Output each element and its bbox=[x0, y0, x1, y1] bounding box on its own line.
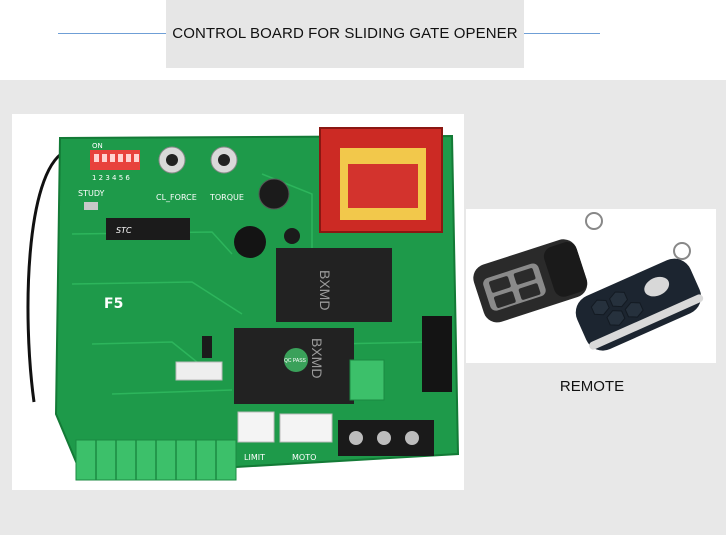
side-module bbox=[422, 316, 452, 392]
terminal-dividers bbox=[95, 440, 217, 480]
mcu-chip bbox=[106, 218, 190, 240]
remote-left bbox=[473, 239, 588, 323]
remote-right-badge bbox=[644, 276, 670, 297]
mcu-label: STC bbox=[116, 226, 132, 235]
remote-caption: REMOTE bbox=[559, 378, 625, 395]
capacitor bbox=[258, 178, 290, 210]
title-box: CONTROL BOARD FOR SLIDING GATE OPENER bbox=[166, 0, 524, 68]
remote-photo bbox=[466, 209, 716, 363]
title-rule-right bbox=[524, 33, 600, 34]
remote-button-1 bbox=[489, 276, 511, 293]
study-button bbox=[84, 202, 98, 210]
green-terminal-small bbox=[349, 359, 385, 401]
cl-force-knob-center bbox=[166, 154, 178, 166]
relay-bottom-brand: BXMD bbox=[309, 338, 325, 378]
keyring-right bbox=[673, 242, 691, 260]
page-title: CONTROL BOARD FOR SLIDING GATE OPENER bbox=[172, 24, 518, 42]
keyring-left bbox=[585, 212, 603, 230]
torque-label: TORQUE bbox=[209, 193, 244, 202]
capacitor-small bbox=[284, 228, 300, 244]
terminal-screw-1 bbox=[349, 431, 363, 445]
moto-label: MOTO bbox=[292, 453, 316, 462]
qc-pass-sticker bbox=[284, 348, 308, 372]
remote-right-hex-pattern bbox=[590, 291, 644, 326]
control-board-illustration: ON 1 2 3 4 5 6 CL_FORCE TORQUE STUDY STC… bbox=[26, 127, 460, 481]
terminal-screw-3 bbox=[405, 431, 419, 445]
antenna-wire bbox=[26, 150, 65, 403]
cl-force-label: CL_FORCE bbox=[156, 193, 197, 202]
qc-pass-label: QC PASS bbox=[284, 358, 307, 364]
remote-left-grip bbox=[543, 242, 588, 297]
fuse-label: F5 bbox=[104, 296, 123, 312]
title-rule-left bbox=[58, 33, 168, 34]
remote-button-3 bbox=[494, 291, 516, 308]
header-connector-mid bbox=[175, 361, 223, 381]
terminal-screw-2 bbox=[377, 431, 391, 445]
remote-button-2 bbox=[513, 268, 536, 285]
relay-top-brand: BXMD bbox=[317, 270, 333, 310]
buzzer bbox=[234, 226, 266, 258]
limit-connector bbox=[237, 411, 275, 443]
dip-switch-levers bbox=[94, 154, 139, 162]
remote-button-4 bbox=[518, 283, 541, 300]
remote-right-trim bbox=[589, 294, 704, 350]
torque-knob-center bbox=[218, 154, 230, 166]
limit-label: LIMIT bbox=[244, 453, 265, 462]
moto-connector bbox=[279, 413, 333, 443]
remote-illustration bbox=[473, 212, 704, 351]
header-band: CONTROL BOARD FOR SLIDING GATE OPENER bbox=[0, 0, 726, 78]
relay-top bbox=[276, 248, 392, 322]
study-label: STUDY bbox=[78, 189, 105, 198]
control-board-photo: ON 1 2 3 4 5 6 CL_FORCE TORQUE STUDY STC… bbox=[12, 114, 464, 490]
dip-number-label: 1 2 3 4 5 6 bbox=[92, 174, 130, 182]
remote-right bbox=[575, 258, 704, 351]
transformer-core bbox=[348, 164, 418, 208]
dip-on-label: ON bbox=[92, 142, 103, 150]
slide-switch bbox=[202, 336, 212, 358]
